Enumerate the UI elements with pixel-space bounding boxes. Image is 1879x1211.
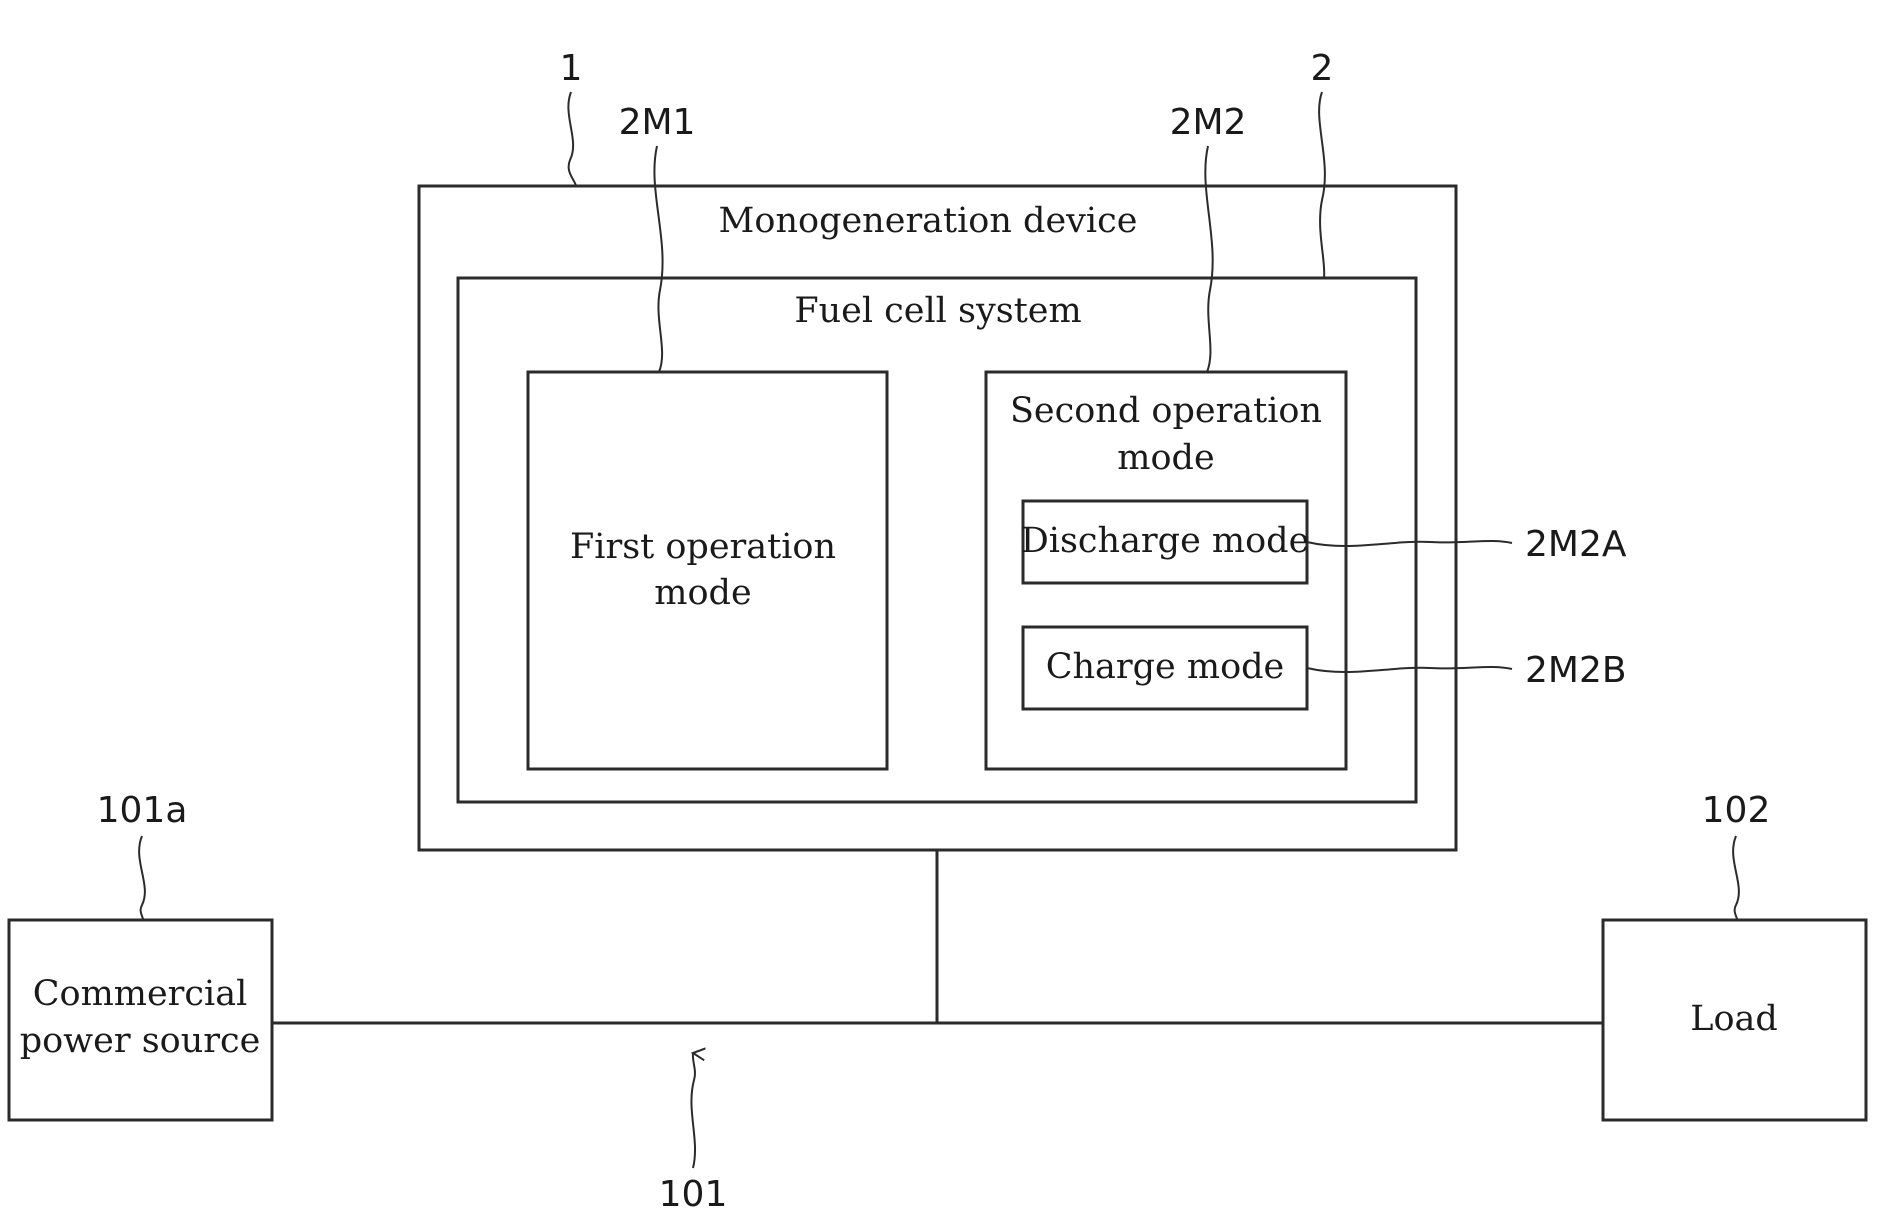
ref-charge: 2M2B — [1307, 650, 1627, 691]
first-operation-mode-label-line1: First operation — [570, 527, 836, 567]
first-operation-mode-label-line2: mode — [654, 573, 751, 613]
leader-101a — [139, 836, 145, 920]
ref-numeral-1: 1 — [560, 48, 583, 89]
leader-102 — [1733, 836, 1739, 920]
load-label: Load — [1690, 999, 1778, 1039]
ref-load: 102 — [1702, 790, 1771, 920]
monogeneration-device-label: Monogeneration device — [719, 201, 1138, 241]
ref-numeral-2m2b: 2M2B — [1525, 650, 1627, 691]
ref-commercial: 101a — [97, 790, 188, 920]
ref-device: 1 — [560, 48, 583, 186]
monogeneration-device-box: Monogeneration device — [419, 186, 1456, 850]
commercial-power-source-box: Commercial power source — [9, 920, 272, 1120]
leader-2m2a — [1307, 541, 1512, 546]
load-box: Load — [1603, 920, 1866, 1120]
ref-fuel-cell: 2 — [1311, 48, 1334, 278]
fuel-cell-system-label: Fuel cell system — [794, 291, 1081, 331]
ref-numeral-2m2a: 2M2A — [1525, 524, 1627, 565]
first-operation-mode-box: First operation mode — [528, 372, 887, 769]
second-operation-mode-label-line2: mode — [1117, 438, 1214, 478]
ref-numeral-101a: 101a — [97, 790, 188, 831]
ref-numeral-2: 2 — [1311, 48, 1334, 89]
commercial-power-source-label-line1: Commercial — [33, 974, 248, 1014]
ref-discharge: 2M2A — [1307, 524, 1627, 565]
leader-1 — [568, 92, 576, 186]
ref-second-mode: 2M2 — [1170, 102, 1247, 372]
ref-numeral-101: 101 — [659, 1174, 728, 1211]
charge-mode-label: Charge mode — [1046, 647, 1285, 687]
leader-2m2b — [1307, 667, 1512, 672]
discharge-mode-label: Discharge mode — [1021, 521, 1310, 561]
discharge-mode-box: Discharge mode — [1021, 501, 1310, 583]
ref-numeral-2m1: 2M1 — [619, 102, 696, 143]
power-line — [272, 850, 1603, 1023]
ref-first-mode: 2M1 — [619, 102, 696, 372]
ref-numeral-2m2: 2M2 — [1170, 102, 1247, 143]
commercial-power-source-label-line2: power source — [20, 1021, 261, 1061]
leader-2m2 — [1205, 146, 1212, 372]
arrow-101 — [691, 1053, 695, 1168]
ref-power-line: 101 — [659, 1053, 728, 1211]
leader-2m1 — [654, 146, 662, 372]
charge-mode-box: Charge mode — [1023, 627, 1307, 709]
ref-numeral-102: 102 — [1702, 790, 1771, 831]
second-operation-mode-label-line1: Second operation — [1010, 391, 1322, 431]
